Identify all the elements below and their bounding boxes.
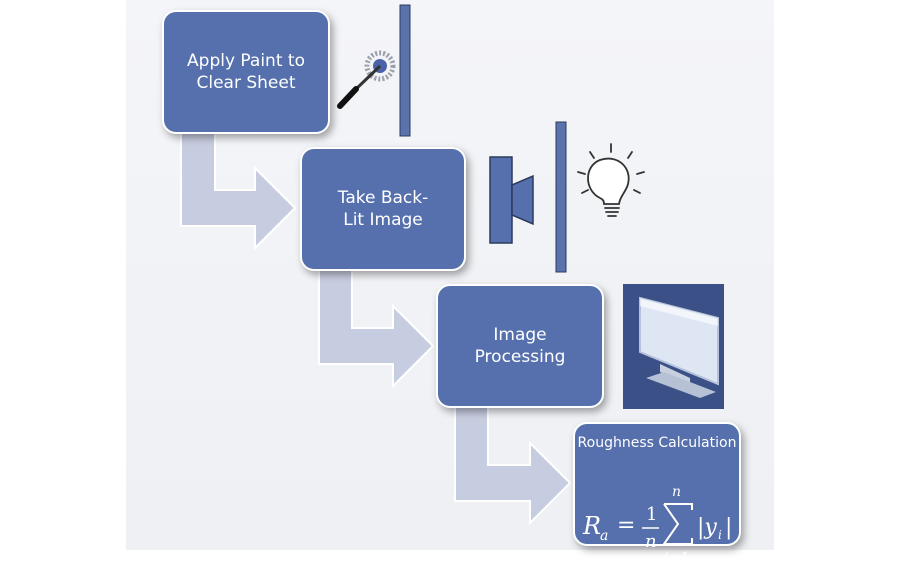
flow-arrows: [180, 4, 724, 526]
formula-denominator: n: [645, 531, 657, 552]
formula-equals: =: [617, 513, 635, 538]
step-roughness-calculation: Roughness Calculation R a = 1 n n i=1 |y…: [573, 422, 741, 566]
formula-term: |y: [697, 515, 717, 540]
formula-numerator: 1: [646, 504, 657, 525]
light-bulb-icon: [577, 143, 645, 217]
clear-sheet: [555, 121, 567, 273]
formula-sum-upper: n: [672, 484, 681, 500]
formula-sigma: [662, 503, 693, 545]
flow-arrow-1: [180, 131, 297, 251]
step-take-image-label: Take Back- Lit Image: [337, 188, 429, 230]
monitor-icon: [623, 284, 724, 409]
roughness-formula-svg: R a = 1 n n i=1 |y i |: [582, 484, 732, 566]
paint-brush-icon: [337, 4, 411, 137]
camera-icon: [489, 156, 534, 244]
formula-term-sub: i: [718, 528, 722, 542]
step-image-processing-label: Image Processing: [474, 325, 566, 367]
step-apply-paint: Apply Paint to Clear Sheet: [162, 10, 330, 134]
flow-arrow-3: [454, 406, 572, 526]
formula-sum-lower: i=1: [664, 550, 689, 566]
formula-lhs: R: [582, 512, 601, 540]
flow-arrow-2: [318, 269, 435, 389]
step-roughness-calculation-label: Roughness Calculation: [577, 435, 737, 451]
formula-term-close: |: [725, 515, 732, 540]
roughness-formula: R a = 1 n n i=1 |y i |: [575, 454, 739, 566]
step-apply-paint-label: Apply Paint to Clear Sheet: [187, 51, 305, 93]
formula-lhs-sub: a: [600, 528, 608, 544]
step-take-image: Take Back- Lit Image: [300, 147, 466, 271]
step-image-processing: Image Processing: [436, 284, 604, 408]
